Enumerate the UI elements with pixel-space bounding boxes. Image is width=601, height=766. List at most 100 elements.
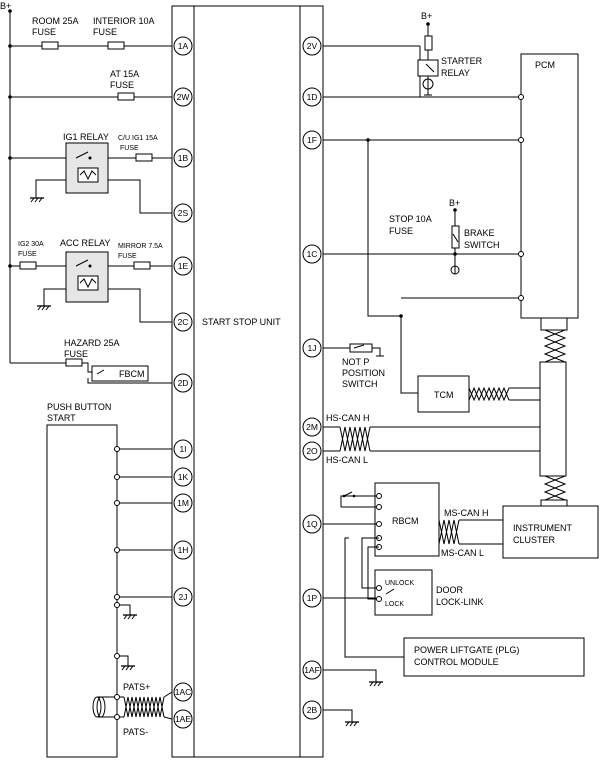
svg-text:1M: 1M xyxy=(177,498,189,508)
ground-1AF xyxy=(369,681,383,687)
b-plus-brake-label: B+ xyxy=(449,198,460,208)
ig1-relay xyxy=(65,142,109,194)
brake-switch-label-2: SWITCH xyxy=(464,240,500,250)
push-button-start-label: PUSH BUTTON xyxy=(47,402,111,412)
cu-ig1-fuse-label: C/U IG1 15A xyxy=(118,135,158,142)
door-lock-link xyxy=(374,569,433,616)
hs-can-l-label: HS-CAN L xyxy=(326,455,368,465)
hazard-fuse-label-2: FUSE xyxy=(64,349,88,359)
pin-2D: 2D xyxy=(173,373,193,393)
pin-1B: 1B xyxy=(173,148,193,168)
svg-text:2W: 2W xyxy=(177,92,190,102)
pats-minus-label: PATS- xyxy=(123,727,148,737)
pcm-connector xyxy=(540,317,568,331)
svg-text:1H: 1H xyxy=(178,545,189,555)
starter-relay xyxy=(417,59,439,77)
pin-2V: 2V xyxy=(302,36,322,56)
rbcm-switch-wire xyxy=(340,495,358,507)
at-fuse-label-2: FUSE xyxy=(110,80,134,90)
acc-ground-wire xyxy=(43,288,66,306)
at-fuse xyxy=(117,92,135,101)
mirror-fuse-label-2: FUSE xyxy=(118,253,137,260)
pin-1K: 1K xyxy=(173,467,193,487)
hs-can-h-label: HS-CAN H xyxy=(326,413,370,423)
at-fuse-label: AT 15A xyxy=(110,69,139,79)
ig2-fuse-label-2: FUSE xyxy=(18,251,37,258)
instrument-cluster xyxy=(502,505,599,559)
wire-2C xyxy=(108,288,172,323)
svg-text:1J: 1J xyxy=(308,343,317,353)
pin-1I: 1I xyxy=(173,439,193,459)
not-p-switch-label-3: SWITCH xyxy=(342,379,378,389)
interior-fuse-label-2: FUSE xyxy=(93,27,117,37)
wire-door-lock xyxy=(367,546,379,600)
pin-2M: 2M xyxy=(302,417,322,437)
pin-1Q: 1Q xyxy=(302,514,322,534)
pin-1D: 1D xyxy=(302,87,322,107)
ms-can-h-label: MS-CAN H xyxy=(444,508,489,518)
door-lock-link-label: DOOR xyxy=(436,585,464,595)
svg-text:1C: 1C xyxy=(307,249,318,259)
pin-1E: 1E xyxy=(173,256,193,276)
svg-text:2B: 2B xyxy=(307,705,318,715)
mirror-fuse-label: MIRROR 7.5A xyxy=(118,243,163,250)
svg-text:1E: 1E xyxy=(178,261,189,271)
hazard-fuse xyxy=(65,358,83,367)
door-unlock-label: UNLOCK xyxy=(385,580,415,587)
svg-text:1AC: 1AC xyxy=(175,687,192,697)
brake-lamp-icon xyxy=(450,265,460,275)
svg-text:1I: 1I xyxy=(179,444,186,454)
pcm-can-twist xyxy=(543,329,567,363)
pbs-ground-wire-2 xyxy=(117,655,129,666)
pats-plus-label: PATS+ xyxy=(123,682,150,692)
svg-text:2C: 2C xyxy=(178,317,189,327)
interior-fuse xyxy=(107,41,125,50)
svg-text:2V: 2V xyxy=(307,41,318,51)
svg-text:2O: 2O xyxy=(306,446,318,456)
push-button-start-label-2: START xyxy=(47,413,76,423)
svg-text:1F: 1F xyxy=(307,135,317,145)
svg-text:1K: 1K xyxy=(178,472,189,482)
pats-coil-icon xyxy=(92,696,117,718)
brake-switch xyxy=(451,225,460,249)
wire-1AE xyxy=(163,716,173,720)
stop-fuse-label: STOP 10A xyxy=(389,214,432,224)
ig1-ground-wire xyxy=(35,179,66,198)
instrument-cluster-label: INSTRUMENT xyxy=(513,523,572,533)
ms-can-twist xyxy=(438,519,460,545)
starter-fuse xyxy=(424,35,433,51)
wire-2B xyxy=(323,709,353,722)
pin-1H: 1H xyxy=(173,540,193,560)
instrument-cluster-label-2: CLUSTER xyxy=(513,535,556,545)
fbcm-label: FBCM xyxy=(119,369,145,379)
cu-ig1-fuse-label-2: FUSE xyxy=(120,145,139,152)
plg-module-label-2: CONTROL MODULE xyxy=(414,657,499,667)
pin-1AF: 1AF xyxy=(302,660,322,680)
svg-text:1B: 1B xyxy=(178,153,189,163)
pin-1M: 1M xyxy=(173,493,193,513)
hazard-fuse-label: HAZARD 25A xyxy=(64,338,120,348)
wire-plg xyxy=(344,537,404,658)
mirror-fuse xyxy=(133,261,151,270)
pin-1J: 1J xyxy=(302,338,322,358)
svg-text:1AE: 1AE xyxy=(175,714,191,724)
svg-text:1D: 1D xyxy=(307,92,318,102)
tcm xyxy=(417,375,470,413)
starter-relay-label: STARTER xyxy=(441,56,483,66)
pin-1F: 1F xyxy=(302,130,322,150)
b-plus-left-label: B+ xyxy=(0,1,11,11)
svg-text:1A: 1A xyxy=(178,41,189,51)
pin-1C: 1C xyxy=(302,244,322,264)
not-p-switch xyxy=(349,343,373,353)
pats-twisted-pair xyxy=(123,696,165,718)
plg-module-label: POWER LIFTGATE (PLG) xyxy=(414,645,519,655)
pin-2S: 2S xyxy=(173,203,193,223)
pbs-ground-1 xyxy=(123,614,137,620)
cu-ig1-fuse xyxy=(135,153,153,162)
wire-1AC xyxy=(163,691,173,698)
pin-2J: 2J xyxy=(173,587,193,607)
acc-ground xyxy=(37,305,51,311)
svg-text:1P: 1P xyxy=(307,593,318,603)
can-junction xyxy=(539,361,567,477)
